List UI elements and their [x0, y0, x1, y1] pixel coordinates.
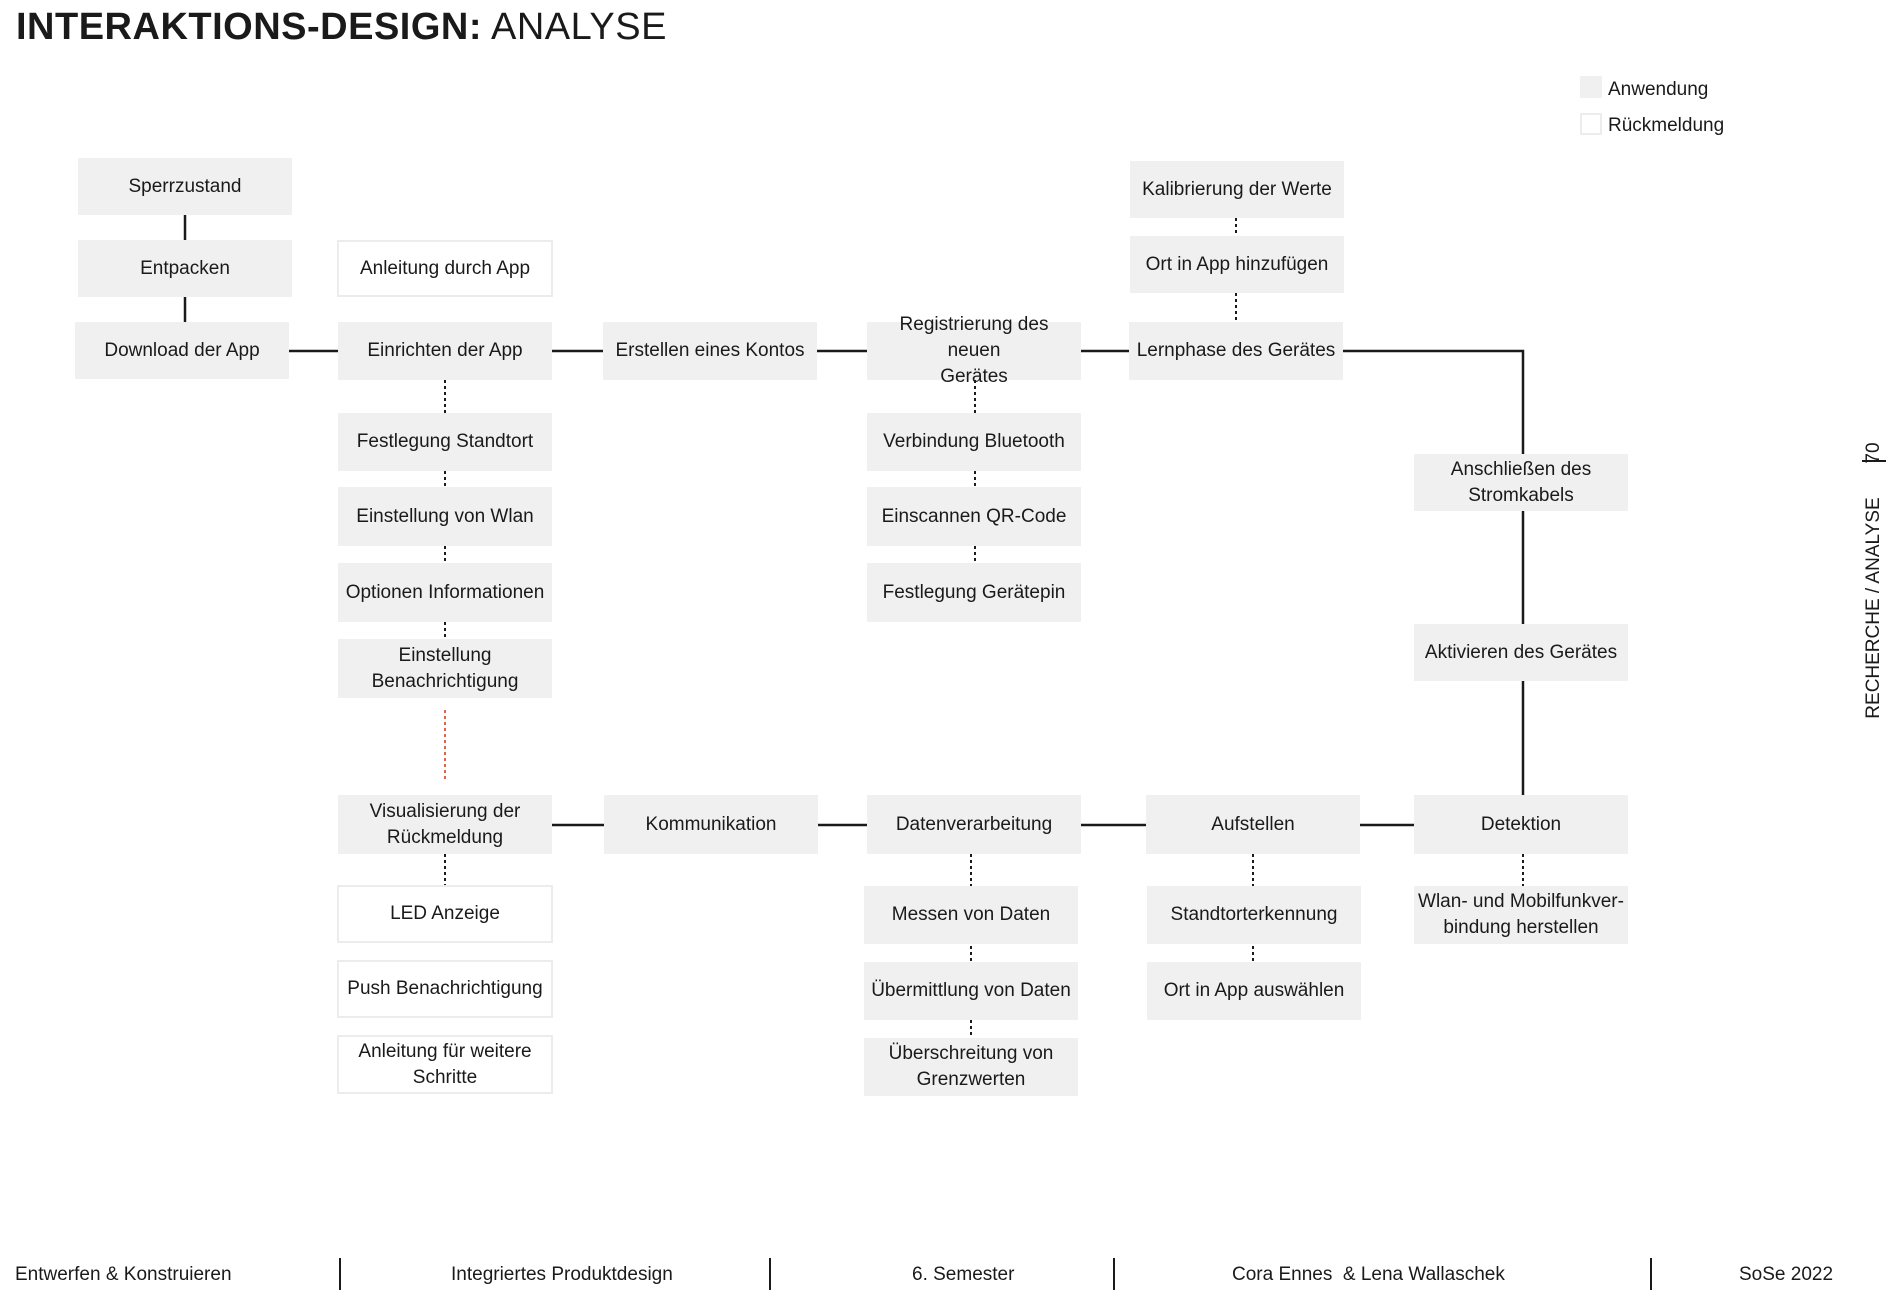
node-konto: Erstellen eines Kontos [603, 322, 817, 380]
node-registrierung: Registrierung des neuen Gerätes [867, 314, 1081, 387]
node-ort-hinzu: Ort in App hinzufügen [1130, 236, 1344, 293]
node-detektion: Detektion [1414, 795, 1628, 854]
node-anleitung-app: Anleitung durch App [337, 240, 553, 297]
node-bluetooth: Verbindung Bluetooth [867, 413, 1081, 471]
title-bold: INTERAKTIONS-DESIGN: [16, 6, 482, 48]
side-divider [1862, 460, 1886, 462]
node-lernphase: Lernphase des Gerätes [1129, 322, 1343, 380]
node-optionen: Optionen Informationen [338, 563, 552, 622]
footer-divider [1113, 1258, 1115, 1290]
title-normal: ANALYSE [490, 6, 667, 48]
node-anleitung-weitere: Anleitung für weitere Schritte [337, 1035, 553, 1094]
legend-label-rueckmeldung: Rückmeldung [1608, 115, 1725, 136]
node-standorterkennung: Standtorterkennung [1147, 886, 1361, 944]
node-strom: Anschließen des Stromkabels [1414, 454, 1628, 511]
node-kommunikation: Kommunikation [604, 795, 818, 854]
node-standort: Festlegung Standtort [338, 413, 552, 471]
node-wlan: Einstellung von Wlan [338, 487, 552, 546]
node-pin: Festlegung Gerätepin [867, 563, 1081, 622]
footer-program: Integriertes Produktdesign [451, 1264, 673, 1285]
footer-term: SoSe 2022 [1739, 1264, 1834, 1285]
node-download: Download der App [75, 322, 289, 379]
node-kalibrierung: Kalibrierung der Werte [1130, 161, 1344, 218]
node-aktivieren: Aktivieren des Gerätes [1414, 624, 1628, 681]
footer-divider [769, 1258, 771, 1290]
node-push: Push Benachrichtigung [337, 960, 553, 1018]
node-datenverarbeitung: Datenverarbeitung [867, 795, 1081, 854]
node-uebermittlung: Übermittlung von Daten [864, 962, 1078, 1020]
node-grenzwerte: Überschreitung von Grenzwerten [864, 1038, 1078, 1096]
side-section-label: RECHERCHE / ANALYSE [1863, 497, 1884, 719]
node-messen: Messen von Daten [864, 886, 1078, 944]
node-qr: Einscannen QR-Code [867, 487, 1081, 546]
node-visualisierung: Visualisierung der Rückmeldung [338, 795, 552, 854]
page-title: INTERAKTIONS-DESIGN: ANALYSE [16, 6, 667, 49]
footer-semester: 6. Semester [912, 1264, 1015, 1285]
node-ort-auswaehlen: Ort in App auswählen [1147, 962, 1361, 1020]
node-benachrichtigung: Einstellung Benachrichtigung [338, 639, 552, 698]
footer-divider [339, 1258, 341, 1290]
legend-label-anwendung: Anwendung [1608, 79, 1709, 100]
legend-swatch-anwendung [1580, 76, 1602, 98]
legend-swatch-rueckmeldung [1580, 113, 1602, 135]
node-sperrzustand: Sperrzustand [78, 158, 292, 215]
node-entpacken: Entpacken [78, 240, 292, 297]
footer-divider [1650, 1258, 1652, 1290]
node-aufstellen: Aufstellen [1146, 795, 1360, 854]
footer-authors: Cora Ennes & Lena Wallaschek [1232, 1264, 1505, 1285]
node-wlan-mobil: Wlan- und Mobilfunkver- bindung herstell… [1414, 886, 1628, 944]
node-einrichten: Einrichten der App [338, 322, 552, 380]
footer-course: Entwerfen & Konstruieren [15, 1264, 232, 1285]
node-led: LED Anzeige [337, 885, 553, 943]
